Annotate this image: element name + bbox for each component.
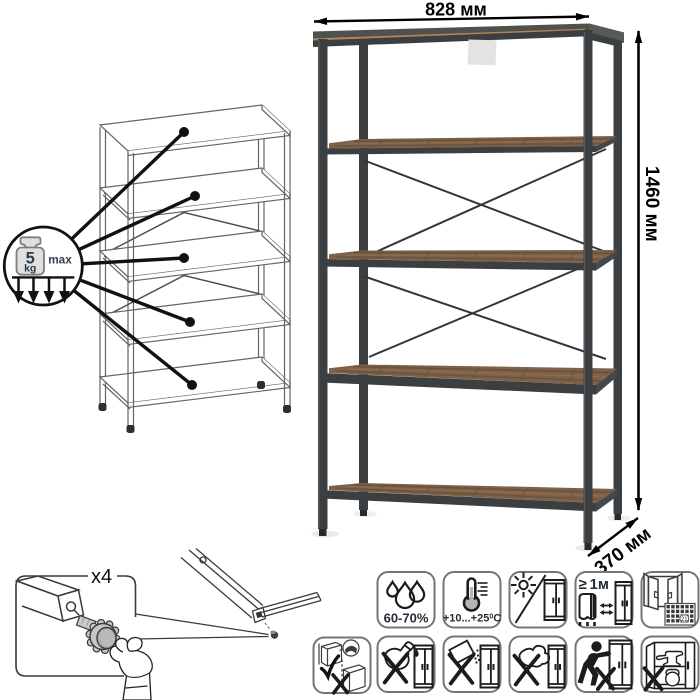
svg-text:1м: 1м bbox=[590, 576, 609, 593]
svg-text:x4: x4 bbox=[91, 566, 112, 588]
svg-text:5: 5 bbox=[26, 250, 35, 268]
svg-text:21: 21 bbox=[681, 617, 688, 623]
svg-text:≥: ≥ bbox=[579, 576, 587, 593]
svg-text:max: max bbox=[48, 253, 72, 267]
svg-text:kg: kg bbox=[24, 263, 36, 275]
svg-text:1460 мм: 1460 мм bbox=[641, 166, 662, 242]
svg-text:828 мм: 828 мм bbox=[425, 0, 487, 20]
svg-text:+10...+250C: +10...+250C bbox=[443, 613, 501, 625]
svg-text:60-70%: 60-70% bbox=[384, 611, 429, 626]
